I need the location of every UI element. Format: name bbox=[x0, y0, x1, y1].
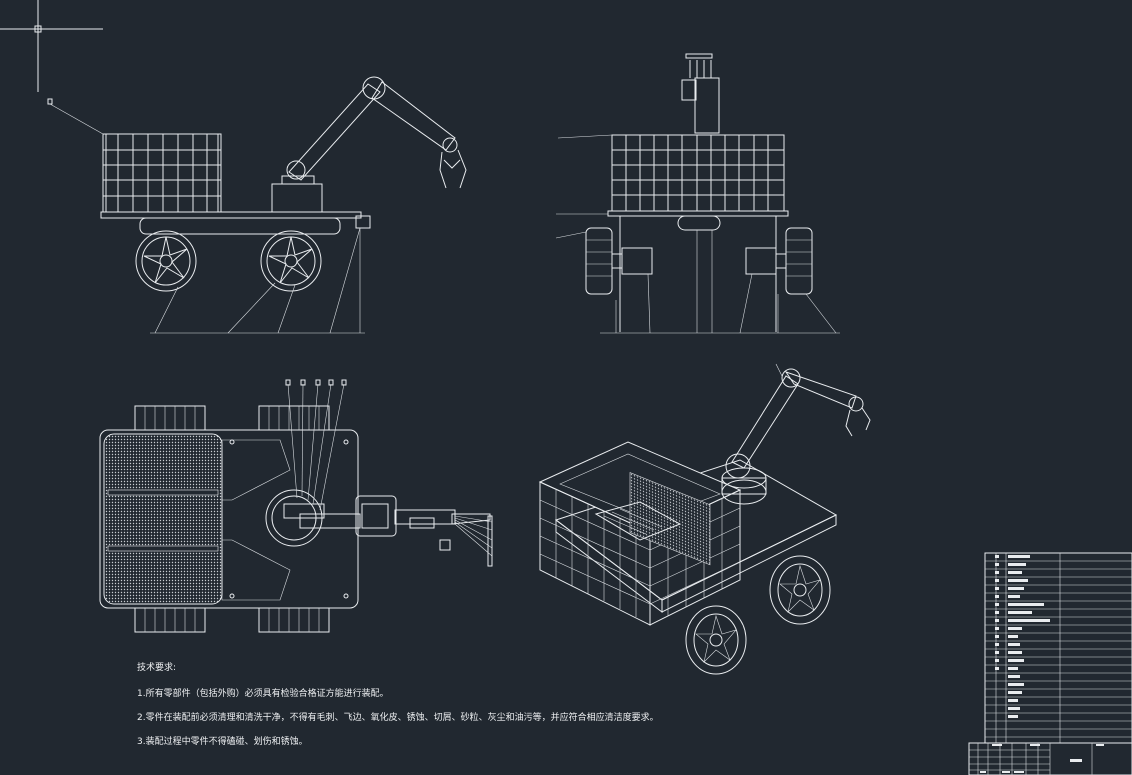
isometric-view bbox=[538, 363, 871, 675]
iso-robot-arm bbox=[721, 363, 871, 505]
top-robot-arm bbox=[265, 489, 493, 567]
side-wheel-left bbox=[585, 227, 653, 295]
side-gripper bbox=[681, 53, 720, 134]
front-basket bbox=[102, 133, 222, 213]
top-view bbox=[99, 379, 493, 633]
front-view bbox=[47, 76, 467, 334]
top-leaders bbox=[285, 379, 347, 511]
notes-heading: 技术要求: bbox=[137, 663, 177, 673]
note-line-1: 1.所有零部件（包括外购）必须具有检验合格证方能进行装配。 bbox=[137, 689, 389, 699]
side-view bbox=[555, 53, 840, 334]
front-wheel-right bbox=[260, 230, 322, 292]
note-line-3: 3.装配过程中零件不得磕碰、划伤和锈蚀。 bbox=[137, 737, 308, 747]
front-robot-arm bbox=[286, 76, 467, 189]
side-wheel-right bbox=[745, 227, 813, 295]
side-leaders bbox=[555, 134, 840, 334]
parts-list-table bbox=[968, 552, 1132, 775]
front-wheel-left bbox=[135, 230, 197, 292]
iso-basket bbox=[538, 441, 742, 626]
side-basket bbox=[611, 134, 785, 212]
front-leaders bbox=[47, 98, 365, 334]
note-line-2: 2.零件在装配前必须清理和清洗干净，不得有毛刺、飞边、氧化皮、锈蚀、切屑、砂粒、… bbox=[137, 713, 659, 723]
crosshair-cursor bbox=[0, 0, 103, 92]
